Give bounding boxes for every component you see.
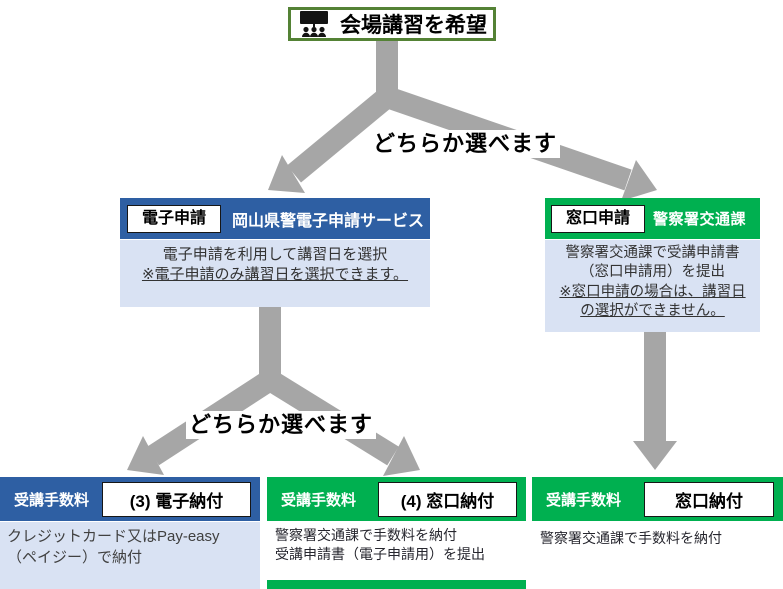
desc-line: 警察署交通課で受講申請書 (565, 245, 740, 261)
electronic-application-description: 電子申請を利用して講習日を選択 ※電子申請のみ講習日を選択できます。 (120, 240, 430, 307)
window-application-badge: 窓口申請 (551, 204, 646, 233)
fee-window-payment-header: 受講手数料 窓口納付 (532, 477, 783, 521)
desc-line: クレジットカード又はPay-easy (7, 528, 220, 545)
arrow-window-head (633, 441, 677, 470)
window-application-description: 警察署交通課で受講申請書 （窓口申請用）を提出 ※窓口申請の場合は、講習日 の選… (545, 240, 760, 332)
desc-line: （ペイジー）で納付 (7, 548, 143, 566)
desc-line: ※電子申請のみ講習日を選択できます。 (141, 265, 409, 283)
choose-label-1: どちらか選べます (370, 130, 561, 159)
arrow-split2-right-head (383, 436, 420, 476)
bottom-green-strip (267, 580, 526, 589)
arrow-split1-left-shaft (286, 88, 395, 183)
window-application-header: 窓口申請 警察署交通課 (545, 198, 760, 239)
window-payment-badge: 窓口納付 (644, 481, 774, 517)
desc-line: （窓口申請用）を提出 (580, 264, 725, 281)
arrow-split1-left-head (268, 155, 305, 193)
audience-screen-icon (297, 11, 331, 37)
electronic-application-title: 岡山県警電子申請サービス (232, 212, 425, 230)
desc-line: 電子申請を利用して講習日を選択 (162, 246, 388, 263)
window-payment-4-description: 警察署交通課で手数料を納付 受講申請書（電子申請用）を提出 (267, 522, 526, 569)
desc-line: の選択ができません。 (580, 302, 725, 319)
desc-line: 警察署交通課で手数料を納付 (275, 527, 457, 543)
fee-electronic-payment-header: 受講手数料 (3) 電子納付 (0, 477, 260, 521)
desc-line: ※窓口申請の場合は、講習日 (559, 283, 746, 300)
desc-line: 警察署交通課で手数料を納付 (540, 530, 722, 546)
fee-window-payment-4-header: 受講手数料 (4) 窓口納付 (267, 477, 526, 521)
venue-training-box: 会場講習を希望 (288, 7, 496, 41)
electronic-application-badge: 電子申請 (127, 204, 222, 233)
electronic-payment-badge: (3) 電子納付 (102, 481, 251, 517)
fee-label: 受講手数料 (546, 491, 622, 509)
desc-line: 受講申請書（電子申請用）を提出 (275, 546, 485, 563)
arrow-window-stem (644, 326, 666, 441)
choose-label-2: どちらか選べます (186, 411, 377, 440)
window-payment-description: 警察署交通課で手数料を納付 (532, 522, 783, 555)
arrow-second-stem (259, 300, 281, 388)
electronic-payment-description: クレジットカード又はPay-easy （ペイジー）で納付 (0, 522, 260, 589)
arrow-split1-right-head (621, 160, 657, 201)
venue-training-label: 会場講習を希望 (340, 14, 487, 37)
window-payment-4-badge: (4) 窓口納付 (378, 481, 517, 517)
fee-label: 受講手数料 (281, 491, 357, 509)
fee-label: 受講手数料 (14, 491, 90, 509)
arrow-split2-left-head (127, 436, 164, 475)
electronic-application-header: 電子申請 岡山県警電子申請サービス (120, 198, 430, 239)
window-application-title: 警察署交通課 (653, 211, 747, 228)
